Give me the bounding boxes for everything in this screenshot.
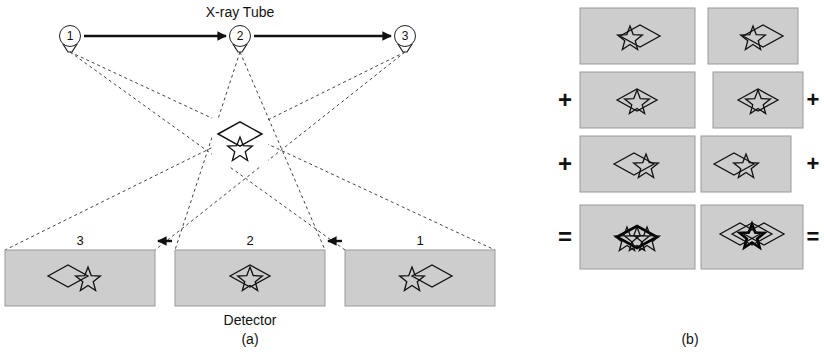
tube-position: 2 [229,25,251,47]
detector-label: Detector [224,313,277,327]
position-number: 3 [76,234,83,248]
plus-sign: + [558,152,572,176]
panel-label: (a) [241,332,258,346]
image-content [614,25,784,251]
shifted-image [580,8,803,269]
tube-position: 3 [394,25,416,47]
equals-sign: = [807,226,820,248]
motion-arrow [84,35,226,37]
position-number: 1 [67,30,74,42]
tube-label: X-ray Tube [206,5,274,19]
position-number: 3 [402,30,409,42]
detector-panel [5,250,495,306]
motion-arrow [328,240,342,242]
object [212,118,268,166]
detector-image: 3 [5,234,155,306]
panel-label: (b) [681,332,698,346]
detector-image: 1 [345,234,495,306]
motion-arrow [158,240,172,242]
position-number: 2 [237,30,244,42]
tube-position: 1 [59,25,81,47]
projection-image [48,265,452,291]
plus-sign: + [558,88,572,112]
plus-sign: + [807,153,820,175]
detector-image: 2 [175,234,325,306]
plus-sign: + [807,89,820,111]
equals-sign: = [558,225,572,249]
motion-arrow [254,35,391,37]
position-number: 2 [246,234,253,248]
projection-ray [5,52,495,250]
position-number: 1 [416,234,423,248]
